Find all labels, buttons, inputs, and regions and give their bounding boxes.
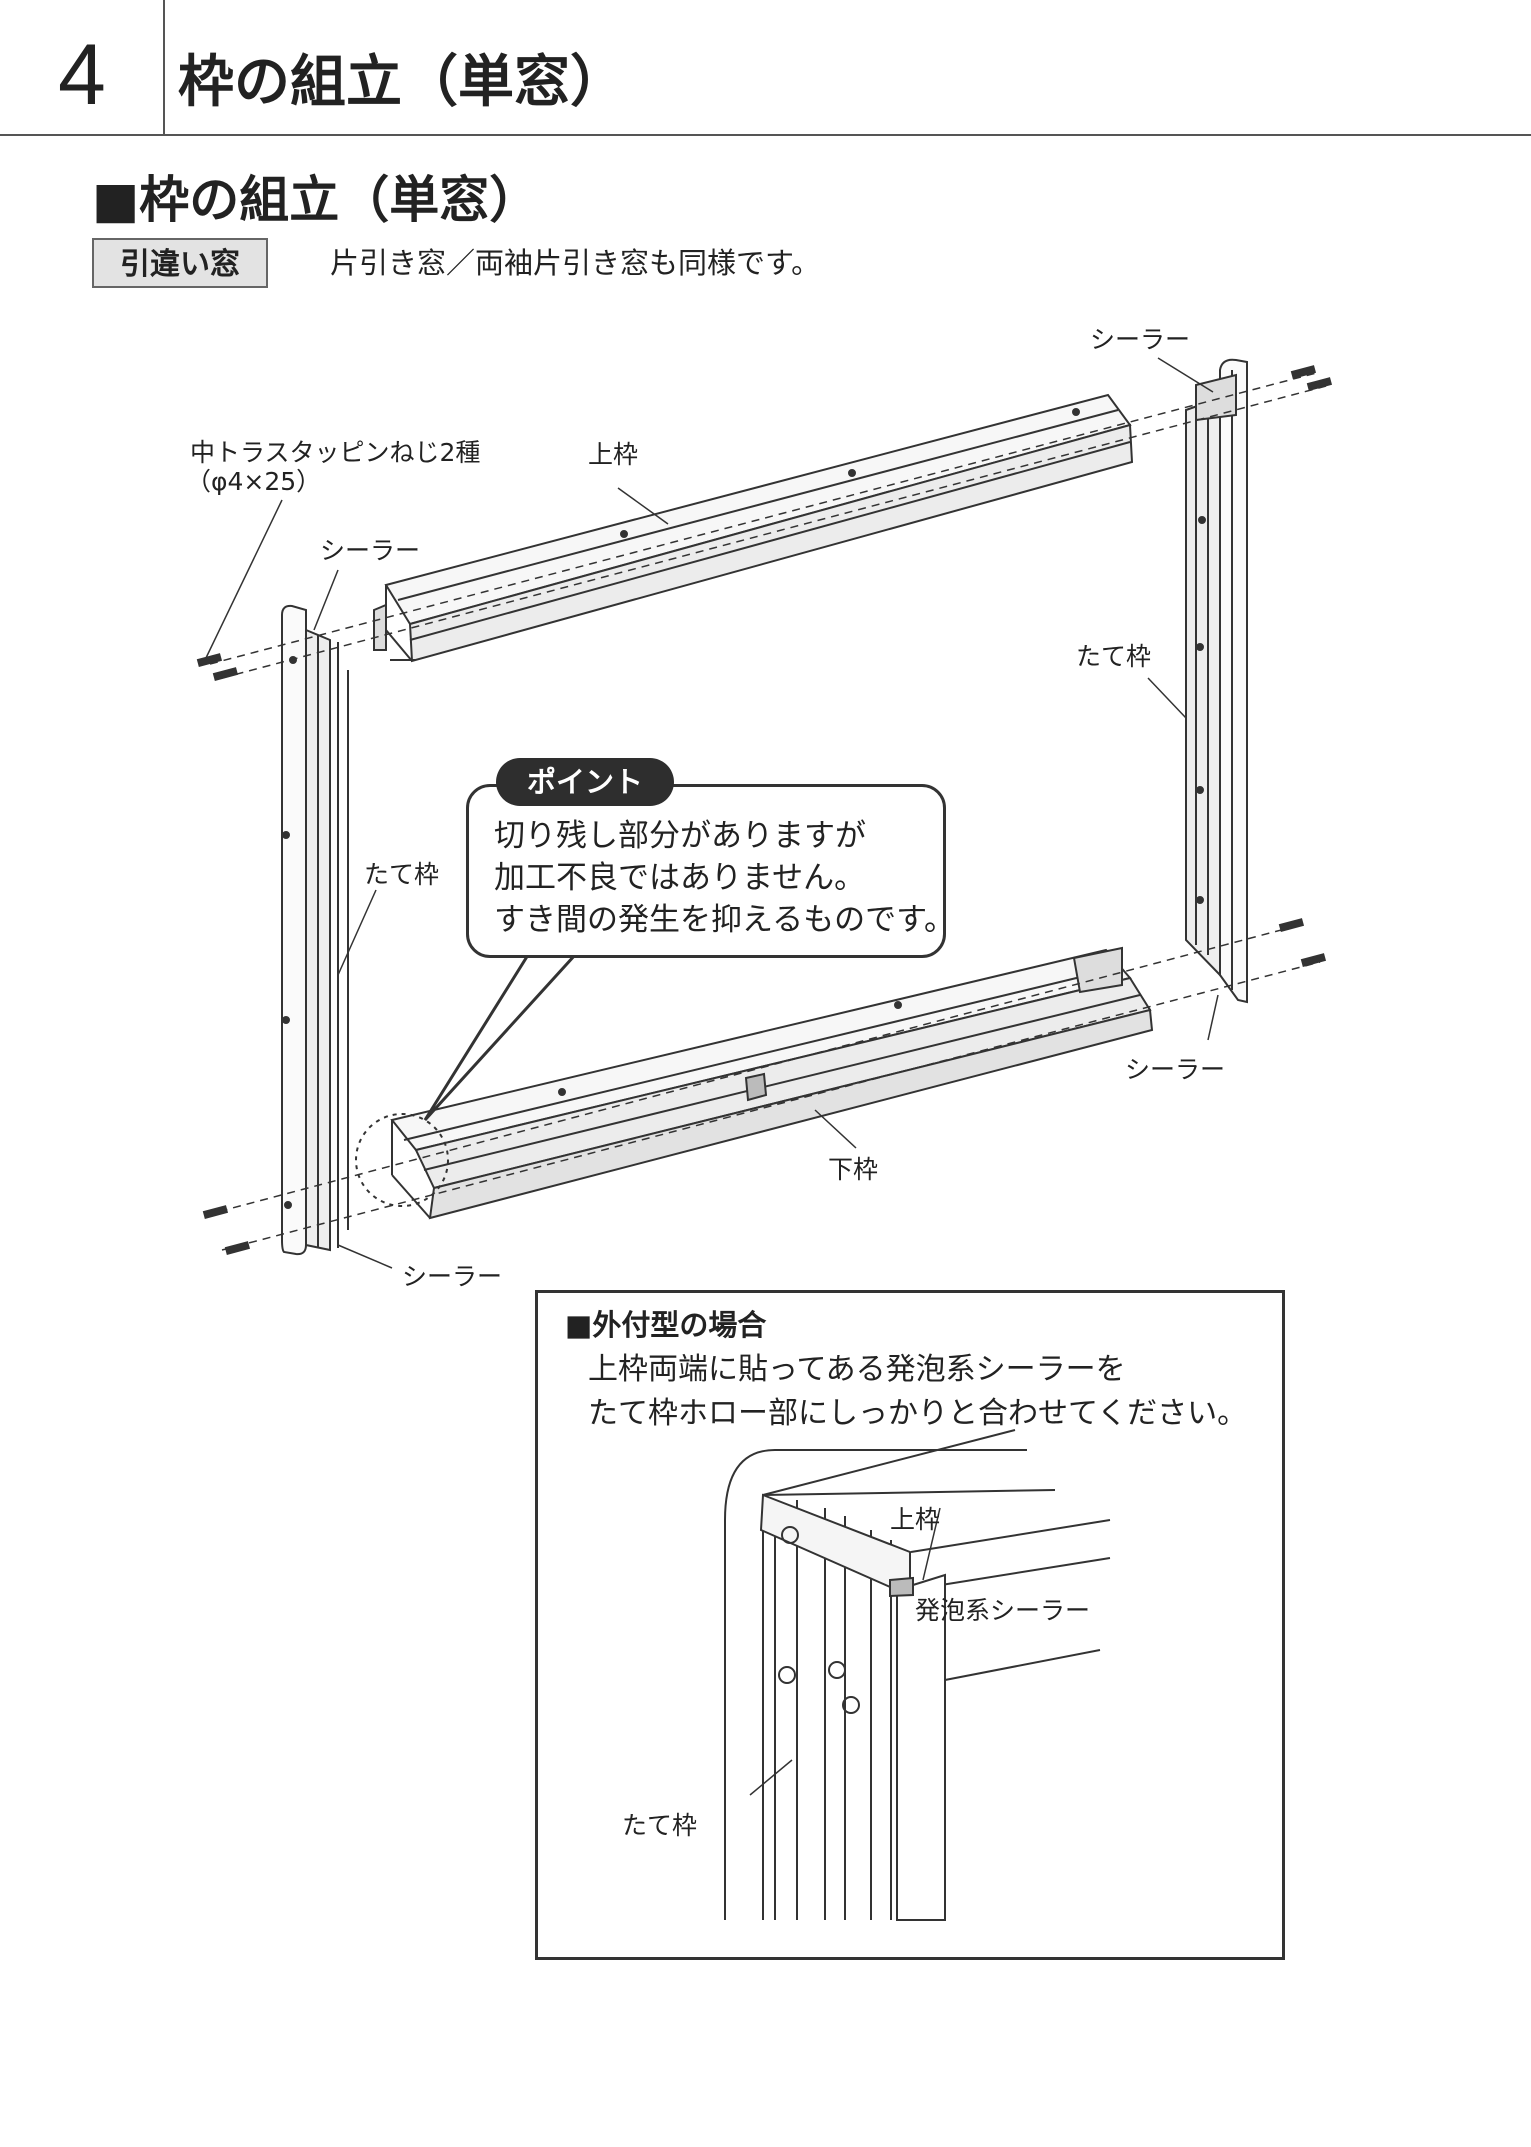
point-badge: ポイント (496, 758, 674, 806)
point-line-3: すき間の発生を抑えるものです。 (494, 902, 955, 938)
side-frame-right-label: たて枠 (1076, 642, 1152, 671)
top-frame-drawing (373, 393, 1134, 663)
window-type-label: 引違い窓 (92, 238, 268, 288)
point-line-1: 切り残し部分がありますが (494, 818, 866, 854)
sealer-bottom-right-label: シーラー (1125, 1055, 1226, 1084)
point-text: 切り残し部分がありますが 加工不良ではありません。 すき間の発生を抑えるものです… (494, 815, 955, 941)
detail-foam-sealer-label: 発泡系シーラー (915, 1596, 1091, 1625)
right-side-frame-drawing (1185, 358, 1248, 1004)
sealer-top-right-label: シーラー (1090, 325, 1191, 354)
top-frame-label: 上枠 (588, 440, 639, 469)
screws-drawing (196, 365, 1333, 1256)
external-mount-title: ■外付型の場合 (565, 1308, 767, 1342)
chapter-title: 枠の組立（単窓） (178, 50, 626, 115)
header-separator (163, 0, 165, 136)
point-line-2: 加工不良ではありません。 (494, 860, 866, 896)
detail-side-frame-label: たて枠 (622, 1811, 698, 1840)
external-mount-line-1: 上枠両端に貼ってある発泡系シーラーを (588, 1352, 1126, 1387)
highlight-circle (355, 1113, 449, 1207)
bottom-frame-label: 下枠 (828, 1155, 879, 1184)
frame-assembly-diagram (196, 357, 1333, 1269)
sealer-top-left-label: シーラー (320, 536, 421, 565)
side-frame-left-label: たて枠 (364, 860, 440, 889)
bottom-frame-drawing (390, 946, 1154, 1220)
section-title: ■枠の組立（単窓） (92, 171, 540, 229)
chapter-number: 4 (58, 27, 106, 123)
left-side-frame-drawing (281, 604, 349, 1256)
external-mount-line-2: たて枠ホロー部にしっかりと合わせてください。 (588, 1396, 1248, 1431)
external-mount-text: 上枠両端に貼ってある発泡系シーラーを たて枠ホロー部にしっかりと合わせてください… (588, 1348, 1247, 1436)
point-callout (466, 784, 946, 958)
screw-size-label: （φ4×25） (186, 467, 322, 496)
sealer-bottom-left-label: シーラー (402, 1262, 503, 1291)
screw-name-label: 中トラスタッピンねじ2種 (190, 438, 481, 467)
detail-top-frame-label: 上枠 (890, 1505, 941, 1534)
header-divider (0, 134, 1531, 136)
window-type-note: 片引き窓／両袖片引き窓も同様です。 (330, 246, 821, 280)
external-mount-detail-drawing (724, 1429, 1111, 1921)
